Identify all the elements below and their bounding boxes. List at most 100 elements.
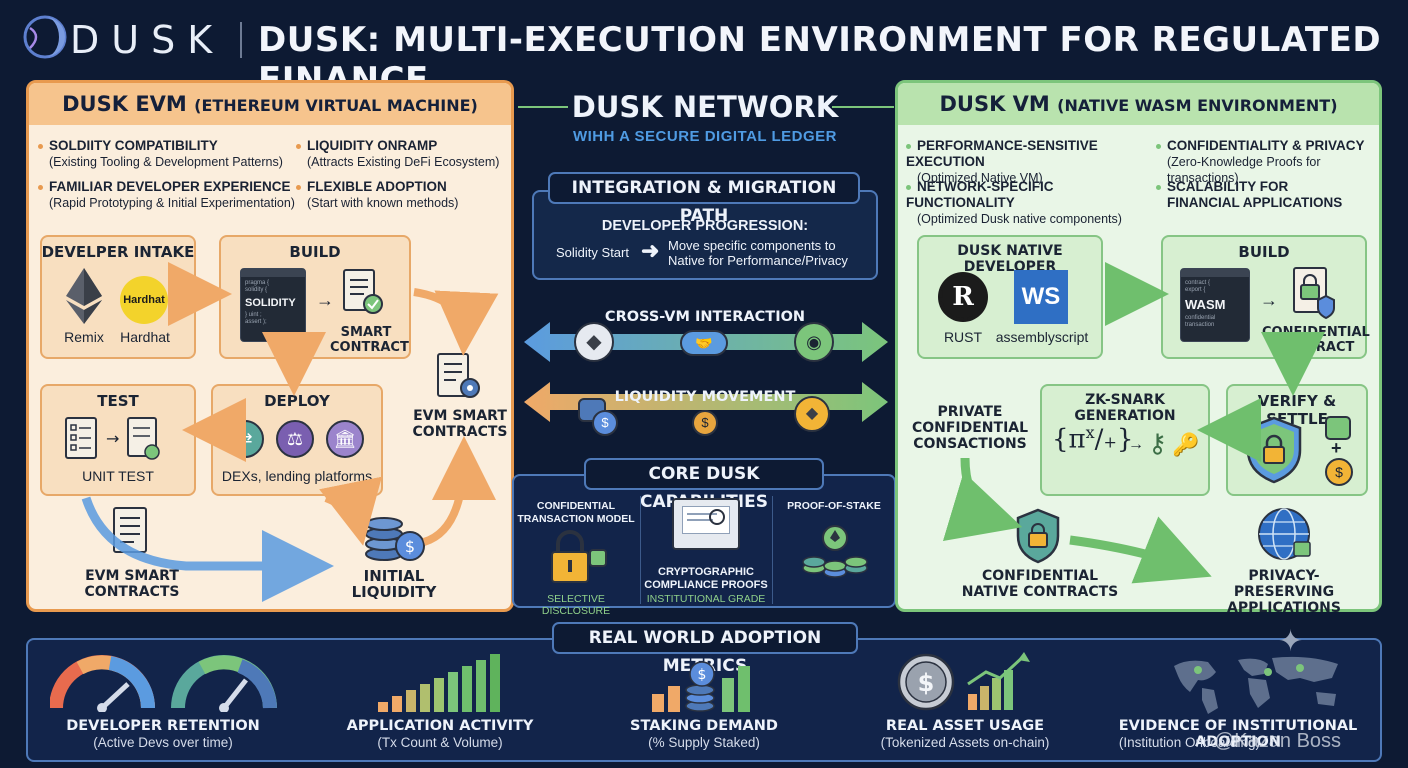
cap-divider-2 xyxy=(772,496,773,604)
progression-title: DEVELOPER PROGRESSION: xyxy=(601,218,809,234)
metric-activity-label: APPLICATION ACTIVITY xyxy=(346,718,534,734)
zk-snark-title: ZK-SNARK GENERATION xyxy=(1074,392,1176,424)
hardhat-label: Hardhat xyxy=(120,329,170,345)
vm-feature-1: PERFORMANCE-SENSITIVE EXECUTION (Optimiz… xyxy=(906,138,1098,185)
sparkle-icon: ✦ xyxy=(1278,625,1304,658)
contract-gear-icon xyxy=(437,353,480,398)
key-icon: 🔑 xyxy=(1172,432,1200,457)
svg-text:→: → xyxy=(106,429,119,448)
cross-vm-label: CROSS-VM INTERACTION xyxy=(604,309,806,325)
solidity-code-window: pragma {solidity { SOLIDITY } uint ;asse… xyxy=(240,268,306,342)
cap-divider-1 xyxy=(640,496,641,604)
liquidity-movement-arrow xyxy=(524,382,888,422)
evm-feature-4: FLEXIBLE ADOPTION (Start with known meth… xyxy=(296,179,511,211)
progression-arrow-icon: ➜ xyxy=(641,238,660,263)
ethereum-icon xyxy=(66,268,102,324)
zk-formula-icon: {πx/+} xyxy=(1052,423,1133,455)
activity-bars-icon xyxy=(378,654,500,712)
evm-flow-arrows xyxy=(81,262,499,602)
globe-icon xyxy=(1258,508,1311,560)
metric-asset-label: REAL ASSET USAGE xyxy=(885,718,1045,734)
staking-bars-icon: $ xyxy=(652,661,750,712)
watermark: @Kazan Boss xyxy=(1214,730,1342,752)
integration-title: INTEGRATION & MIGRATION PATH xyxy=(548,172,860,226)
remix-label: Remix xyxy=(64,329,104,345)
vm-feature-2: CONFIDENTIALITY & PRIVACY (Zero-Knowledg… xyxy=(1156,138,1380,186)
capabilities-title: CORE DUSK CAPABILITIES xyxy=(584,458,824,512)
network-line-left xyxy=(518,106,568,108)
metric-staking-label: STAKING DEMAND xyxy=(630,718,778,734)
checklist-icon: → xyxy=(65,417,160,460)
svg-text:$: $ xyxy=(698,667,707,683)
bank-icon: 🏛 xyxy=(326,420,364,458)
metric-activity-sub: (Tx Count & Volume) xyxy=(377,735,503,750)
eth-gold-coin-icon: ◆ xyxy=(794,396,830,432)
developer-intake-title: DEVELPER INTAKE xyxy=(41,243,195,261)
dollar-coin-icon: $ xyxy=(592,410,618,436)
dusk-logo-icon xyxy=(23,15,67,59)
vm-feature-4: SCALABILITY FOR FINANCIAL APPLICATIONS xyxy=(1156,179,1380,211)
test-title: TEST xyxy=(97,392,139,410)
smart-contract-icon xyxy=(343,269,383,314)
rust-icon: R xyxy=(938,272,988,322)
logo-text: DUSK xyxy=(70,18,225,62)
compliance-monitor-icon xyxy=(672,498,740,550)
evm-feature-2: LIQUIDITY ONRAMP (Attracts Existing DeFi… xyxy=(296,138,511,170)
metric-retention-label: DEVELOPER RETENTION xyxy=(66,718,260,734)
staking-coins-icon xyxy=(802,525,868,578)
rust-label: RUST xyxy=(943,329,983,345)
assemblyscript-label: assemblyscript xyxy=(995,329,1089,345)
network-subtitle: WIHH A SECURE DIGITAL LEDGER xyxy=(572,128,837,145)
build-arrow-icon: → xyxy=(316,290,334,310)
vm-panel-title: DUSK VM (NATIVE WASM ENVIRONMENT) xyxy=(939,92,1338,116)
progression-start: Solidity Start xyxy=(556,245,629,260)
unit-test-label: UNIT TEST xyxy=(82,468,154,484)
settle-coin-icon: $ xyxy=(1325,458,1353,486)
metric-asset-sub: (Tokenized Assets on-chain) xyxy=(880,735,1050,750)
cap-compliance-sub: INSTITUTIONAL GRADE xyxy=(646,593,766,605)
confidential-contract-icon xyxy=(1293,267,1335,320)
vm-build-arrow-icon: → xyxy=(1260,290,1278,310)
network-title: DUSK NETWORK xyxy=(571,90,839,124)
test-box xyxy=(40,384,196,496)
liquidity-movement-label: LIQUIDITY MOVEMENT xyxy=(614,389,796,405)
gold-coin-icon: $ xyxy=(692,410,718,436)
evm-feature-3: FAMILIAR DEVELOPER EXPERIENCE (Rapid Pro… xyxy=(38,179,298,211)
metric-retention-sub: (Active Devs over time) xyxy=(93,735,233,750)
vm-panel-header xyxy=(898,83,1379,125)
hardhat-icon: Hardhat xyxy=(120,276,168,324)
evm-panel-header xyxy=(29,83,511,125)
header-divider xyxy=(240,22,242,58)
world-map-icon xyxy=(1174,656,1338,714)
zk-arrow-icon: → xyxy=(1128,436,1144,453)
cap-pos-title: PROOF-OF-STAKE xyxy=(787,500,881,512)
cap-confidential-sub: SELECTIVE DISCLOSURE xyxy=(541,593,611,617)
evm-panel-title: DUSK EVM (ETHEREUM VIRTUAL MACHINE) xyxy=(62,92,478,116)
network-line-right xyxy=(832,106,894,108)
evm-feature-1: SOLDIITY COMPATIBILITY (Existing Tooling… xyxy=(38,138,298,170)
metric-institutional-sub: (Institution Onboarding) xyxy=(1118,735,1260,750)
handshake-icon: 🤝 xyxy=(680,330,728,356)
dusk-coin-icon: ◉ xyxy=(794,322,834,362)
padlock-icon xyxy=(551,530,607,583)
deploy-title: DEPLOY xyxy=(264,392,330,410)
assemblyscript-icon: WS xyxy=(1014,270,1068,324)
vm-build-title: BUILD xyxy=(1238,243,1290,261)
metrics-title: REAL WORLD ADOPTION METRICS xyxy=(552,622,858,676)
shield-lock-icon xyxy=(1246,416,1302,484)
asset-usage-icon: $ xyxy=(897,652,1030,711)
plus-icon: + xyxy=(1331,438,1342,458)
user-key-icon: ⚷ xyxy=(1148,428,1168,458)
svg-text:$: $ xyxy=(918,669,935,697)
